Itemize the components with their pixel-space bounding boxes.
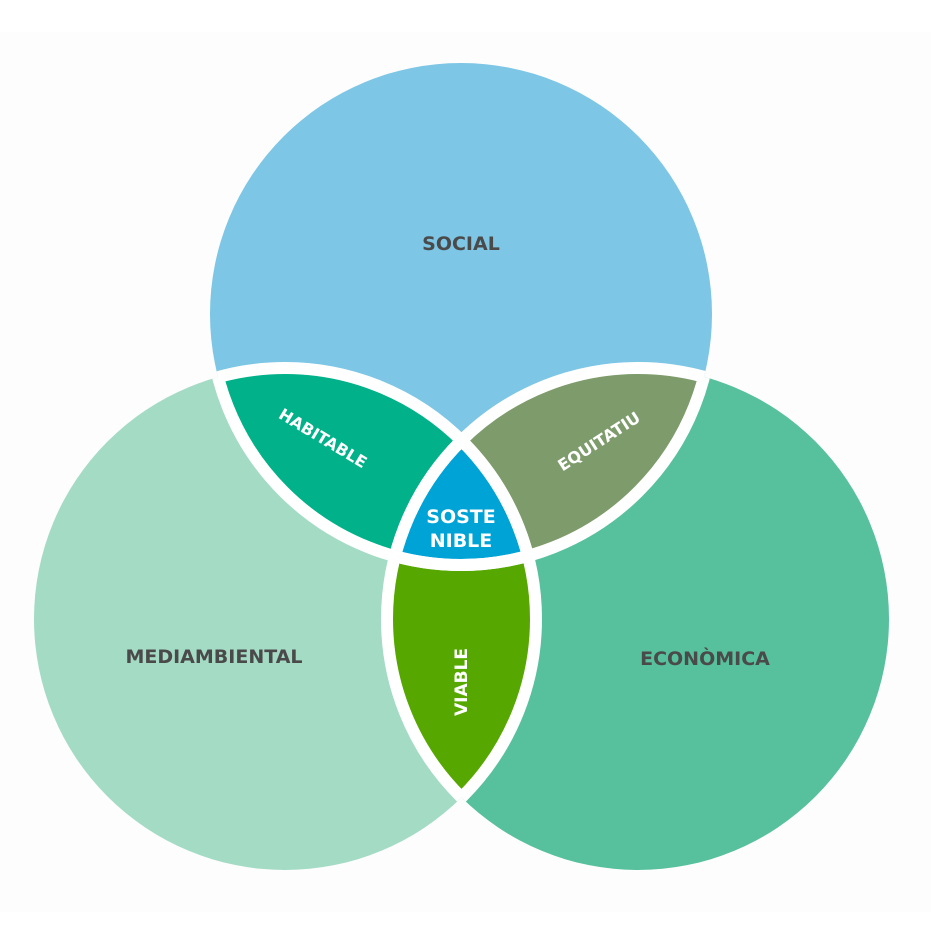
separator-mediambiental-2 xyxy=(387,368,542,870)
label-sostenible-line2: NIBLE xyxy=(430,530,493,552)
label-sostenible-line1: SOSTE xyxy=(426,506,495,528)
separator-mediambiental xyxy=(210,362,542,565)
separator-social-2 xyxy=(387,368,718,571)
separator-economica xyxy=(381,362,712,565)
label-economica: ECONÒMICA xyxy=(640,646,770,670)
label-mediambiental: MEDIAMBIENTAL xyxy=(125,646,302,668)
label-social: SOCIAL xyxy=(422,233,500,255)
separator-economica-2 xyxy=(381,368,536,870)
region-habitable xyxy=(210,368,536,565)
region-equitatiu xyxy=(387,368,712,565)
label-viable: VIABLE xyxy=(452,648,472,716)
